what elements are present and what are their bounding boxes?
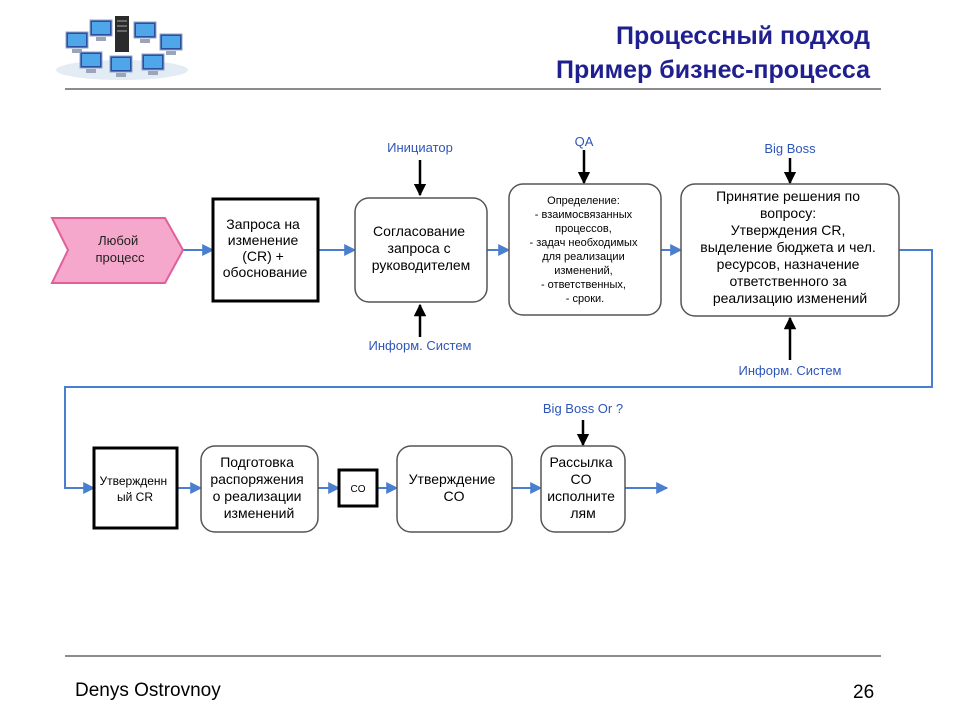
annotation-inform-sys-2: Информ. Систем bbox=[739, 363, 842, 378]
monitor-icon bbox=[133, 21, 157, 43]
monitor-icon bbox=[141, 53, 165, 75]
slide-title-line2: Пример бизнес-процесса bbox=[556, 56, 870, 84]
approval-box bbox=[354, 197, 488, 303]
start-label: Любой процесс bbox=[95, 233, 145, 265]
footer-author: Denys Ostrovnoy bbox=[75, 680, 221, 701]
co-document-box bbox=[337, 468, 379, 508]
network-computers-logo bbox=[52, 14, 192, 84]
co-approval-box bbox=[396, 445, 513, 533]
preparation-label: Подготовка распоряжения о реализации изм… bbox=[210, 454, 307, 521]
page-number: 26 bbox=[853, 682, 875, 703]
monitor-icon bbox=[109, 55, 133, 77]
co-document-label: CO bbox=[351, 484, 366, 495]
annotation-big-boss-or: Big Boss Or ? bbox=[543, 401, 623, 416]
approved-cr-label: Утвержденн ый CR bbox=[99, 474, 170, 504]
annotation-qa: QA bbox=[575, 134, 594, 149]
decision-label: Принятие решения по вопросу: Утверждения… bbox=[700, 188, 879, 306]
monitor-icon bbox=[89, 19, 113, 41]
definition-label: Определение: - взаимосвязанных процессов… bbox=[529, 195, 640, 305]
approval-label: Согласование запроса с руководителем bbox=[372, 223, 471, 273]
annotation-initiator: Инициатор bbox=[387, 140, 453, 155]
mailing-box bbox=[540, 445, 626, 533]
monitor-icon bbox=[65, 31, 89, 53]
footer-divider bbox=[65, 655, 881, 657]
decision-box bbox=[680, 183, 900, 317]
co-approval-label: Утверждение CO bbox=[409, 471, 500, 504]
monitor-icon bbox=[159, 33, 183, 55]
annotation-big-boss: Big Boss bbox=[764, 141, 816, 156]
mailing-label: Рассылка CO исполните лям bbox=[547, 454, 619, 521]
start-any-process-shape bbox=[50, 217, 185, 284]
preparation-box bbox=[200, 445, 319, 533]
server-icon bbox=[115, 16, 129, 52]
approved-cr-box bbox=[92, 446, 179, 530]
annotation-inform-sys-1: Информ. Систем bbox=[369, 338, 472, 353]
monitor-icon bbox=[79, 51, 103, 73]
connector-wrap-to-row2 bbox=[64, 249, 933, 494]
request-change-box bbox=[211, 197, 320, 303]
request-change-label: Запроса на изменение (CR) + обоснование bbox=[223, 216, 308, 280]
definition-box bbox=[508, 183, 662, 316]
header-divider bbox=[65, 88, 881, 90]
slide-title-line1: Процессный подход bbox=[615, 22, 870, 50]
